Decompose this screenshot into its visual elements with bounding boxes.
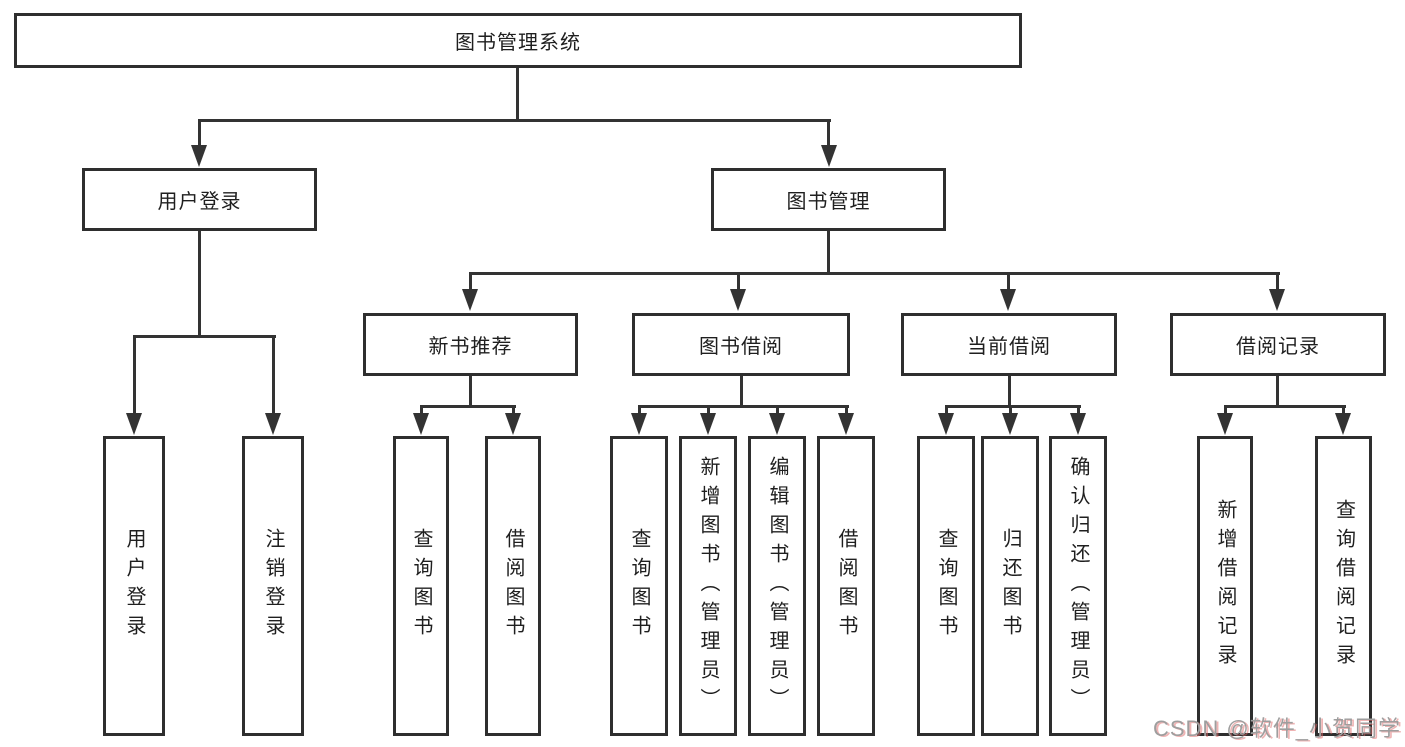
connector-line [845,405,848,415]
node-new-book-recommendation: 新书推荐 [363,313,578,376]
connector-line [827,119,830,149]
connector-line [1224,405,1227,415]
connector-line [1009,405,1012,415]
leaf-search-books-current: 查询图书 [917,436,975,736]
leaf-search-books-borrowing: 查询图书 [610,436,668,736]
connector-line [469,272,472,293]
node-user-login: 用户登录 [82,168,317,231]
connector-line [469,272,1280,275]
arrowhead-down-icon [413,413,429,435]
arrowhead-down-icon [730,289,746,311]
leaf-add-books-admin: 新增图书（管理员） [679,436,737,736]
arrowhead-down-icon [700,413,716,435]
arrowhead-down-icon [191,145,207,167]
arrowhead-down-icon [265,413,281,435]
connector-line [638,405,641,415]
connector-line [420,405,423,415]
connector-line [198,119,201,149]
connector-line [1276,374,1279,407]
connector-line [198,231,201,337]
connector-line [1077,405,1080,415]
arrowhead-down-icon [631,413,647,435]
arrowhead-down-icon [126,413,142,435]
arrowhead-down-icon [462,289,478,311]
connector-line [740,374,743,407]
leaf-confirm-return-admin: 确认归还（管理员） [1049,436,1107,736]
arrowhead-down-icon [1070,413,1086,435]
connector-line [512,405,515,415]
arrowhead-down-icon [938,413,954,435]
connector-line [945,405,1081,408]
leaf-search-borrow-record: 查询借阅记录 [1315,436,1372,736]
connector-line [1008,374,1011,407]
connector-line [1342,405,1345,415]
connector-line [638,405,849,408]
leaf-add-borrow-record: 新增借阅记录 [1197,436,1253,736]
node-book-management: 图书管理 [711,168,946,231]
node-current-borrowing: 当前借阅 [901,313,1117,376]
arrowhead-down-icon [1269,289,1285,311]
connector-line [420,405,516,408]
arrowhead-down-icon [1217,413,1233,435]
connector-line [1276,272,1279,293]
connector-line [1224,405,1346,408]
arrowhead-down-icon [1335,413,1351,435]
connector-line [827,231,830,274]
leaf-edit-books-admin: 编辑图书（管理员） [748,436,806,736]
arrowhead-down-icon [769,413,785,435]
arrowhead-down-icon [1000,289,1016,311]
leaf-logout: 注销登录 [242,436,304,736]
connector-line [707,405,710,415]
connector-line [516,68,519,122]
leaf-search-books-recommend: 查询图书 [393,436,449,736]
leaf-borrow-books-borrowing: 借阅图书 [817,436,875,736]
arrowhead-down-icon [838,413,854,435]
leaf-return-books: 归还图书 [981,436,1039,736]
leaf-borrow-books-recommend: 借阅图书 [485,436,541,736]
connector-line [1007,272,1010,293]
node-book-borrowing: 图书借阅 [632,313,850,376]
connector-line [272,335,275,415]
connector-line [945,405,948,415]
connector-line [133,335,136,415]
connector-line [133,335,276,338]
watermark: CSDN @软件_小贺同学 [1152,716,1401,741]
node-borrowing-records: 借阅记录 [1170,313,1386,376]
arrowhead-down-icon [1002,413,1018,435]
arrowhead-down-icon [821,145,837,167]
connector-line [198,119,831,122]
connector-line [469,374,472,407]
node-library-management-system: 图书管理系统 [14,13,1022,68]
leaf-user-login: 用户登录 [103,436,165,736]
connector-line [737,272,740,293]
arrowhead-down-icon [505,413,521,435]
connector-line [776,405,779,415]
